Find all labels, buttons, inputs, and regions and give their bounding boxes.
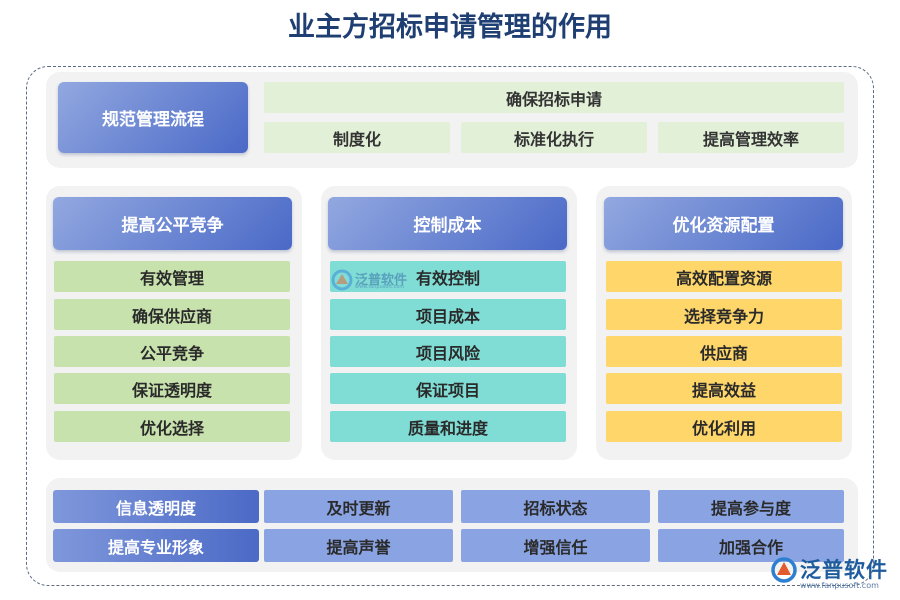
column-3-item-1: 高效配置资源: [606, 261, 842, 292]
column-1-item-5: 优化选择: [54, 411, 290, 442]
watermark-brand: 泛普软件 www.fanpusoft.com: [770, 552, 894, 592]
bottom-row-1-head: 信息透明度: [53, 490, 259, 523]
top-cell-3: 提高管理效率: [658, 122, 844, 153]
brand-logo-icon: [771, 557, 797, 583]
column-2-item-5: 质量和进度: [330, 411, 566, 442]
bottom-row-2-cell-2: 增强信任: [461, 529, 650, 562]
column-3-item-4: 提高效益: [606, 373, 842, 404]
bottom-row-1-cell-1: 及时更新: [264, 490, 453, 523]
top-banner: 确保招标申请: [264, 82, 844, 113]
watermark-brand-url: www.fanpusoft.com: [800, 581, 879, 590]
column-3-item-5: 优化利用: [606, 411, 842, 442]
bottom-row-2-cell-3: 加强合作: [658, 529, 844, 562]
column-head-2: 控制成本: [328, 197, 567, 250]
column-3-item-3: 供应商: [606, 336, 842, 367]
column-2-item-4: 保证项目: [330, 373, 566, 404]
column-2-item-2: 项目成本: [330, 299, 566, 330]
column-1-item-3: 公平竞争: [54, 336, 290, 367]
column-3-item-2: 选择竞争力: [606, 299, 842, 330]
bottom-row-1-cell-2: 招标状态: [461, 490, 650, 523]
column-2-item-1: 有效控制: [330, 261, 566, 292]
watermark-middle: 泛普软件 www.fanpusoft.com: [331, 266, 411, 294]
top-cell-2: 标准化执行: [461, 122, 647, 153]
bottom-row-2-head: 提高专业形象: [53, 529, 259, 562]
diagram-title: 业主方招标申请管理的作用: [288, 12, 612, 43]
outer-dashed-frame: [26, 66, 874, 586]
column-1-item-2: 确保供应商: [54, 299, 290, 330]
brand-logo-icon: [331, 269, 353, 291]
bottom-row-2-cell-1: 提高声誉: [264, 529, 453, 562]
column-2-item-3: 项目风险: [330, 336, 566, 367]
watermark-middle-url: www.fanpusoft.com: [355, 284, 405, 290]
column-head-1: 提高公平竞争: [53, 197, 292, 250]
watermark-brand-name: 泛普软件: [800, 558, 888, 582]
column-head-3: 优化资源配置: [604, 197, 843, 250]
top-head-box: 规范管理流程: [58, 82, 248, 153]
bottom-row-1-cell-3: 提高参与度: [658, 490, 844, 523]
watermark-middle-brand: 泛普软件: [355, 273, 408, 288]
column-1-item-1: 有效管理: [54, 261, 290, 292]
column-1-item-4: 保证透明度: [54, 373, 290, 404]
top-cell-1: 制度化: [264, 122, 450, 153]
